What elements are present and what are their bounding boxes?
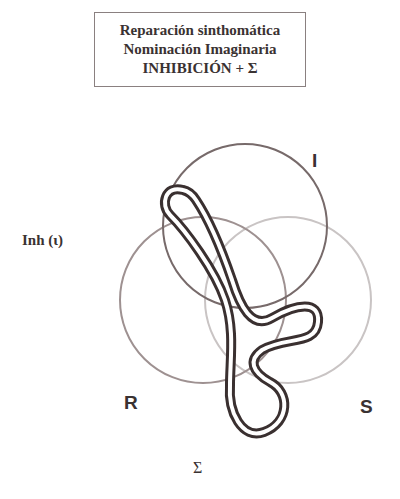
inhibition-label: Inh (ι): [22, 232, 63, 249]
title-line: INHIBICIÓN + Σ: [107, 59, 293, 78]
title-box: Reparación sinthomáticaNominación Imagin…: [94, 12, 306, 87]
ring-r: [120, 217, 286, 383]
sinthome-band-inner: [165, 189, 318, 433]
title-line: Nominación Imaginaria: [107, 40, 293, 59]
ring-i: [163, 144, 327, 308]
title-line: Reparación sinthomática: [107, 21, 293, 40]
sigma-label: Σ: [193, 459, 202, 477]
ring-label: R: [124, 392, 138, 414]
ring-label: S: [360, 396, 373, 418]
sinthome-band-outer: [165, 189, 318, 433]
ring-label: I: [312, 150, 317, 172]
